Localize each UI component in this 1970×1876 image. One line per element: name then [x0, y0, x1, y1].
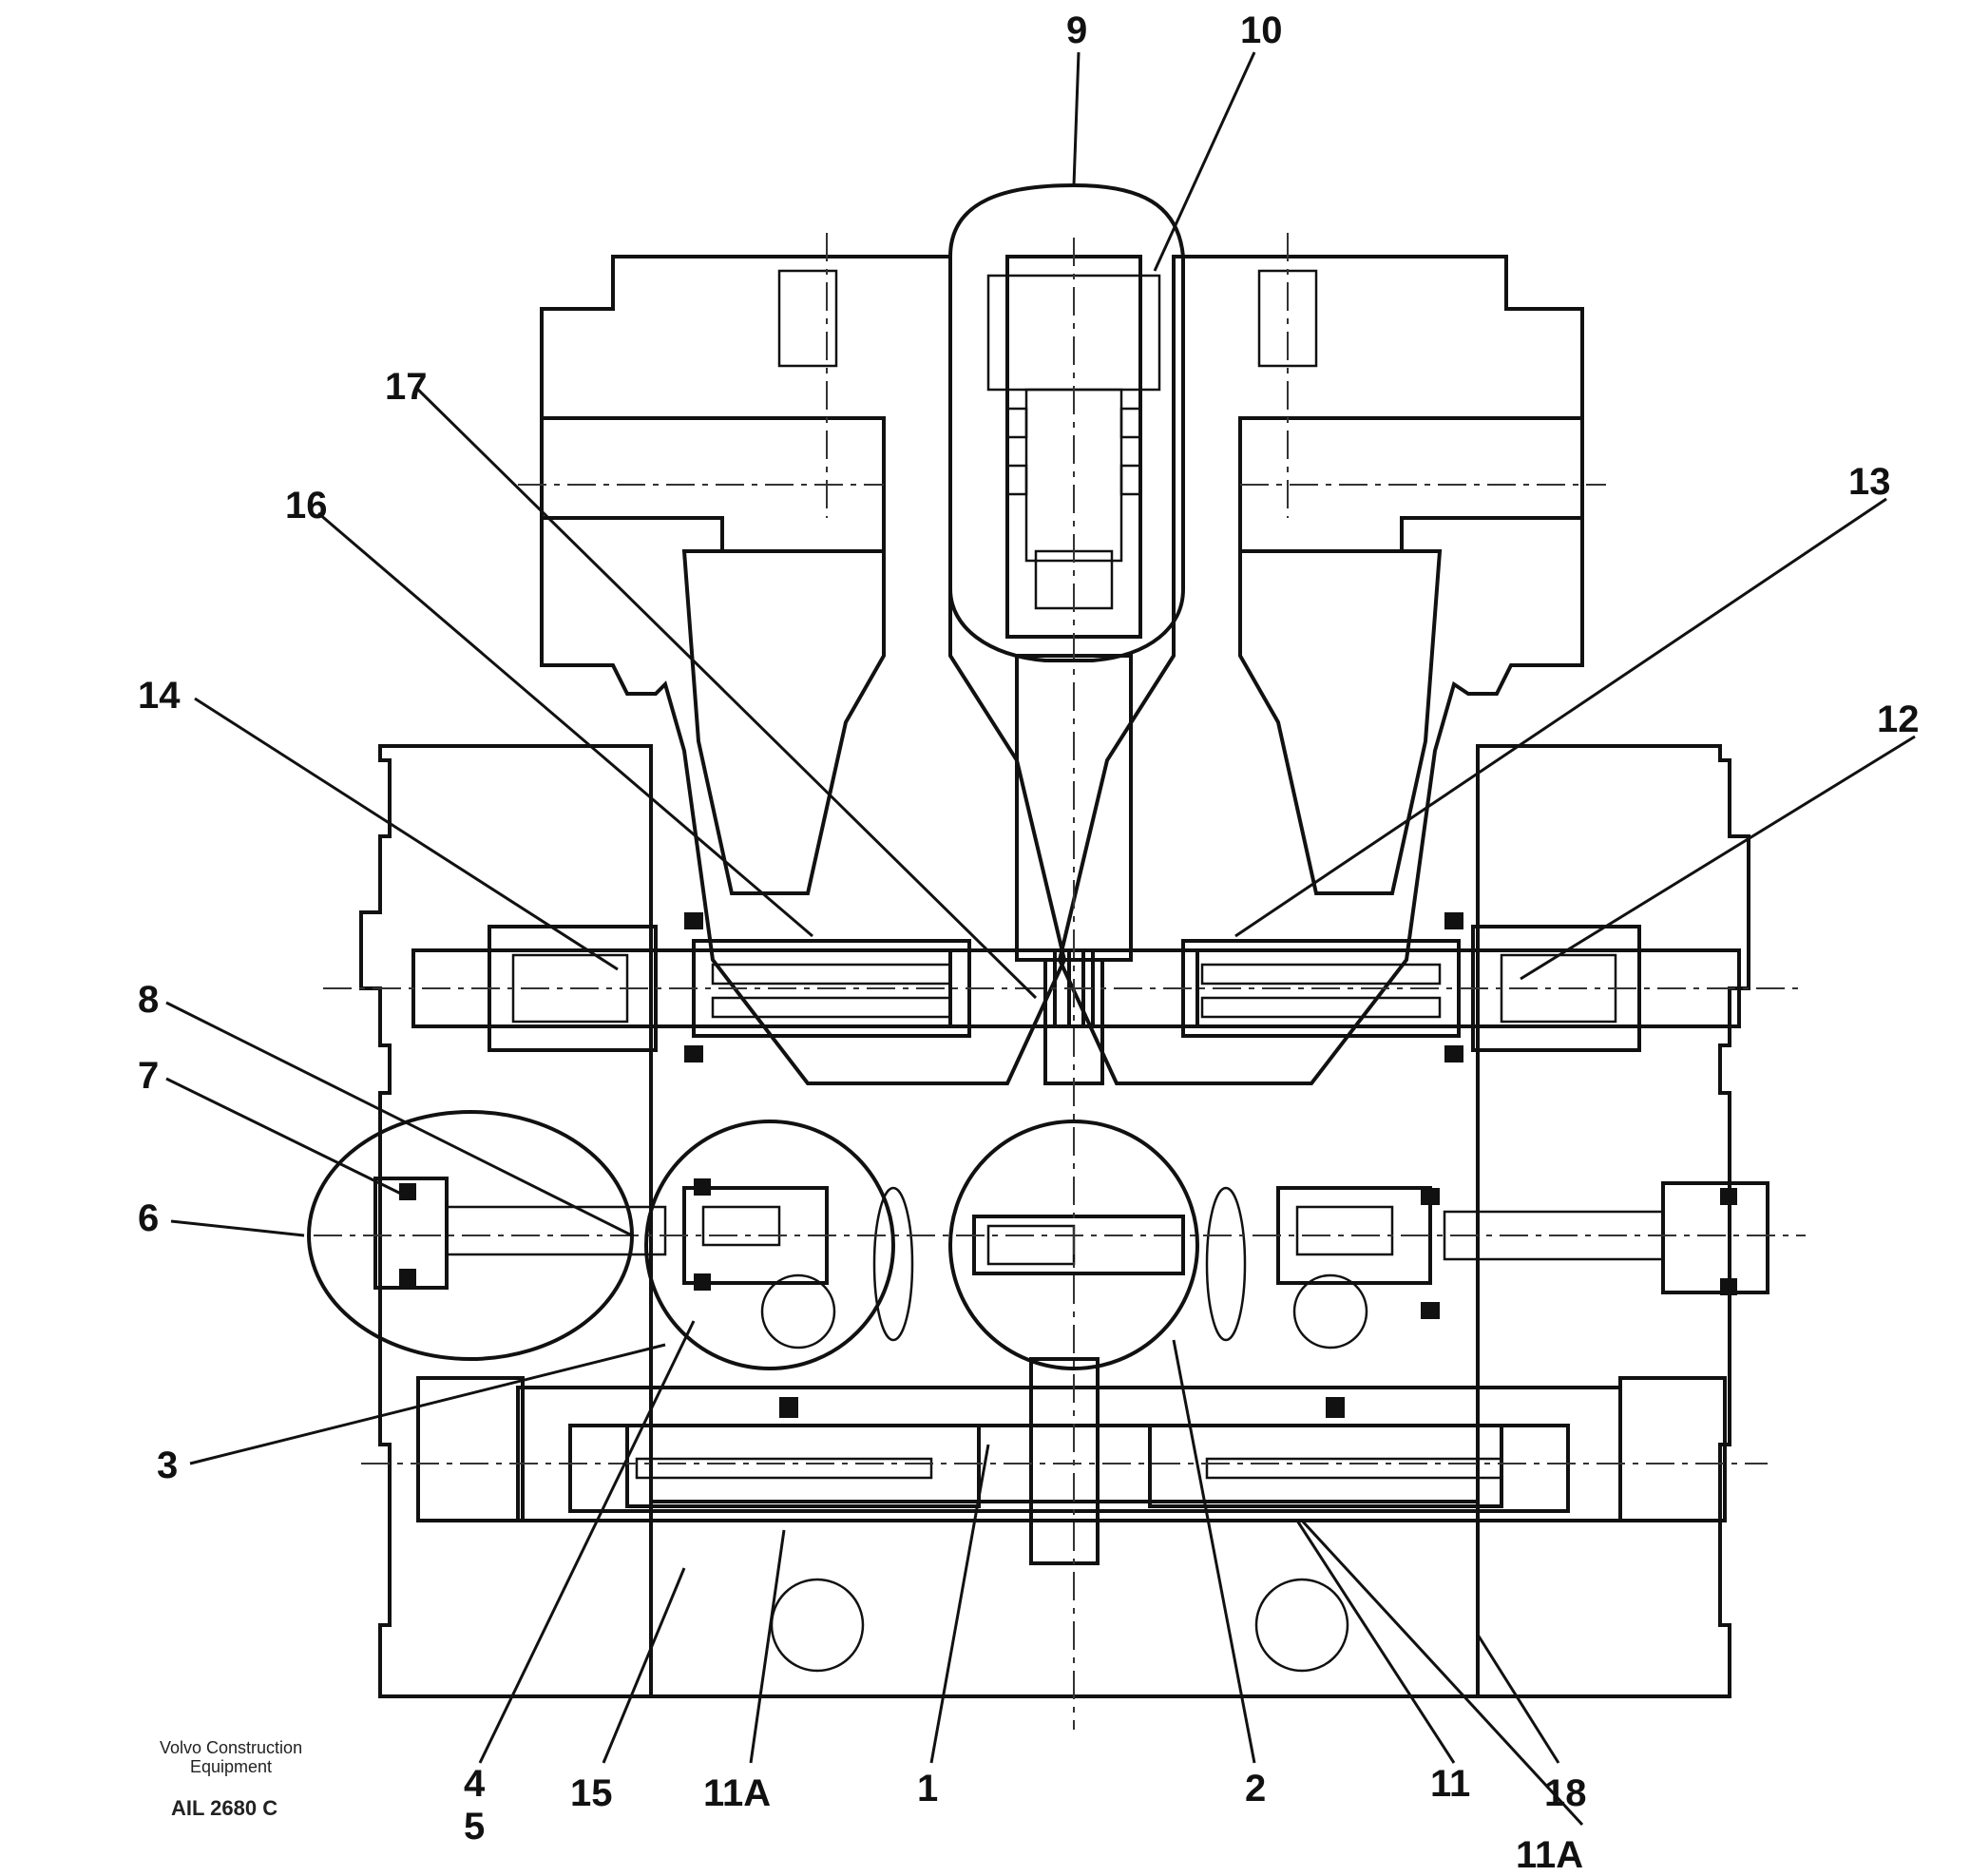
caption-line-1: Volvo Construction [160, 1738, 302, 1757]
callout-11: 11 [1430, 1763, 1470, 1805]
callout-4: 4 [464, 1763, 486, 1805]
callout-12: 12 [1877, 699, 1920, 740]
callout-2: 2 [1245, 1768, 1266, 1809]
callout-7: 7 [138, 1055, 159, 1097]
callout-16: 16 [285, 485, 328, 526]
detail-circle-3 [644, 1120, 895, 1370]
callout-11a-left: 11A [703, 1772, 771, 1814]
callout-17: 17 [385, 366, 428, 408]
callout-1: 1 [917, 1768, 938, 1809]
callout-labels: 9 10 17 16 13 14 12 8 7 6 3 4 5 15 11A 1… [138, 10, 1920, 1876]
figure-caption: Volvo Construction Equipment AIL 2680 C [160, 1738, 302, 1820]
callout-10: 10 [1240, 10, 1283, 51]
valve-body-housing [359, 744, 1750, 1698]
callout-6: 6 [138, 1197, 159, 1239]
callout-3: 3 [157, 1445, 178, 1486]
drawing-code: AIL 2680 C [171, 1796, 277, 1820]
callout-18: 18 [1544, 1772, 1587, 1814]
center-lines [314, 233, 1806, 1730]
caption-line-2: Equipment [190, 1757, 272, 1776]
detail-circle-2 [948, 1120, 1199, 1370]
bottom-main-spool [416, 1357, 1727, 1673]
detail-circles [307, 182, 1199, 1370]
callout-11a-right: 11A [1516, 1834, 1583, 1876]
callout-13: 13 [1848, 461, 1891, 503]
callout-5: 5 [464, 1806, 485, 1847]
detail-outline-9 [948, 182, 1185, 662]
upper-valve-block [540, 255, 1584, 1085]
callout-9: 9 [1066, 10, 1087, 51]
callout-15: 15 [570, 1772, 613, 1814]
callout-14: 14 [138, 675, 181, 717]
leader-lines [165, 51, 1916, 1827]
callout-8: 8 [138, 979, 159, 1021]
